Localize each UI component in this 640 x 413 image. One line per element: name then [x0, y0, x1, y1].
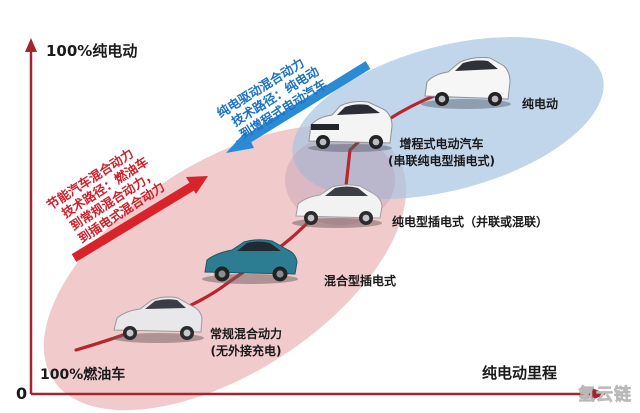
y-axis-arrow-icon	[25, 38, 37, 52]
origin-label: 0	[16, 384, 28, 403]
x-axis-label: 纯电动里程	[482, 364, 558, 382]
car-pure-electric-icon	[421, 57, 511, 109]
blue-arrow-icon	[226, 61, 371, 153]
stage-range-extender-title: 增程式电动汽车	[399, 137, 484, 151]
y-axis-label: 100%纯电动	[46, 42, 138, 60]
stage-conventional-hybrid-sublabel: (无外接充电)	[210, 344, 282, 358]
stage-range-extender-sublabel: (串联纯电型插电式)	[388, 154, 495, 168]
stage-hybrid-plugin-label: 混合型插电式	[324, 274, 397, 288]
stage-fuel-label: 100%燃油车	[40, 367, 126, 383]
watermark: 氢云链	[578, 385, 632, 406]
car-range-extender-icon	[308, 101, 393, 152]
stage-pure-electric-label: 纯电动	[522, 97, 559, 111]
red-arrow-icon	[71, 176, 208, 262]
stage-electric-plugin-label: 纯电型插电式（并联或混联）	[392, 215, 549, 229]
car-hybrid-plugin-icon	[202, 239, 298, 284]
x-axis-arrow-icon	[592, 388, 606, 400]
car-conventional-hybrid-icon	[112, 296, 204, 343]
car-electric-plugin-icon	[292, 184, 383, 228]
stage-conventional-hybrid-title: 常规混合动力	[210, 327, 283, 341]
stage-conventional-hybrid-label: 常规混合动力 (无外接充电)	[210, 326, 282, 360]
stage-range-extender-label: 增程式电动汽车 (串联纯电型插电式)	[388, 136, 495, 170]
electric-region	[292, 37, 604, 199]
